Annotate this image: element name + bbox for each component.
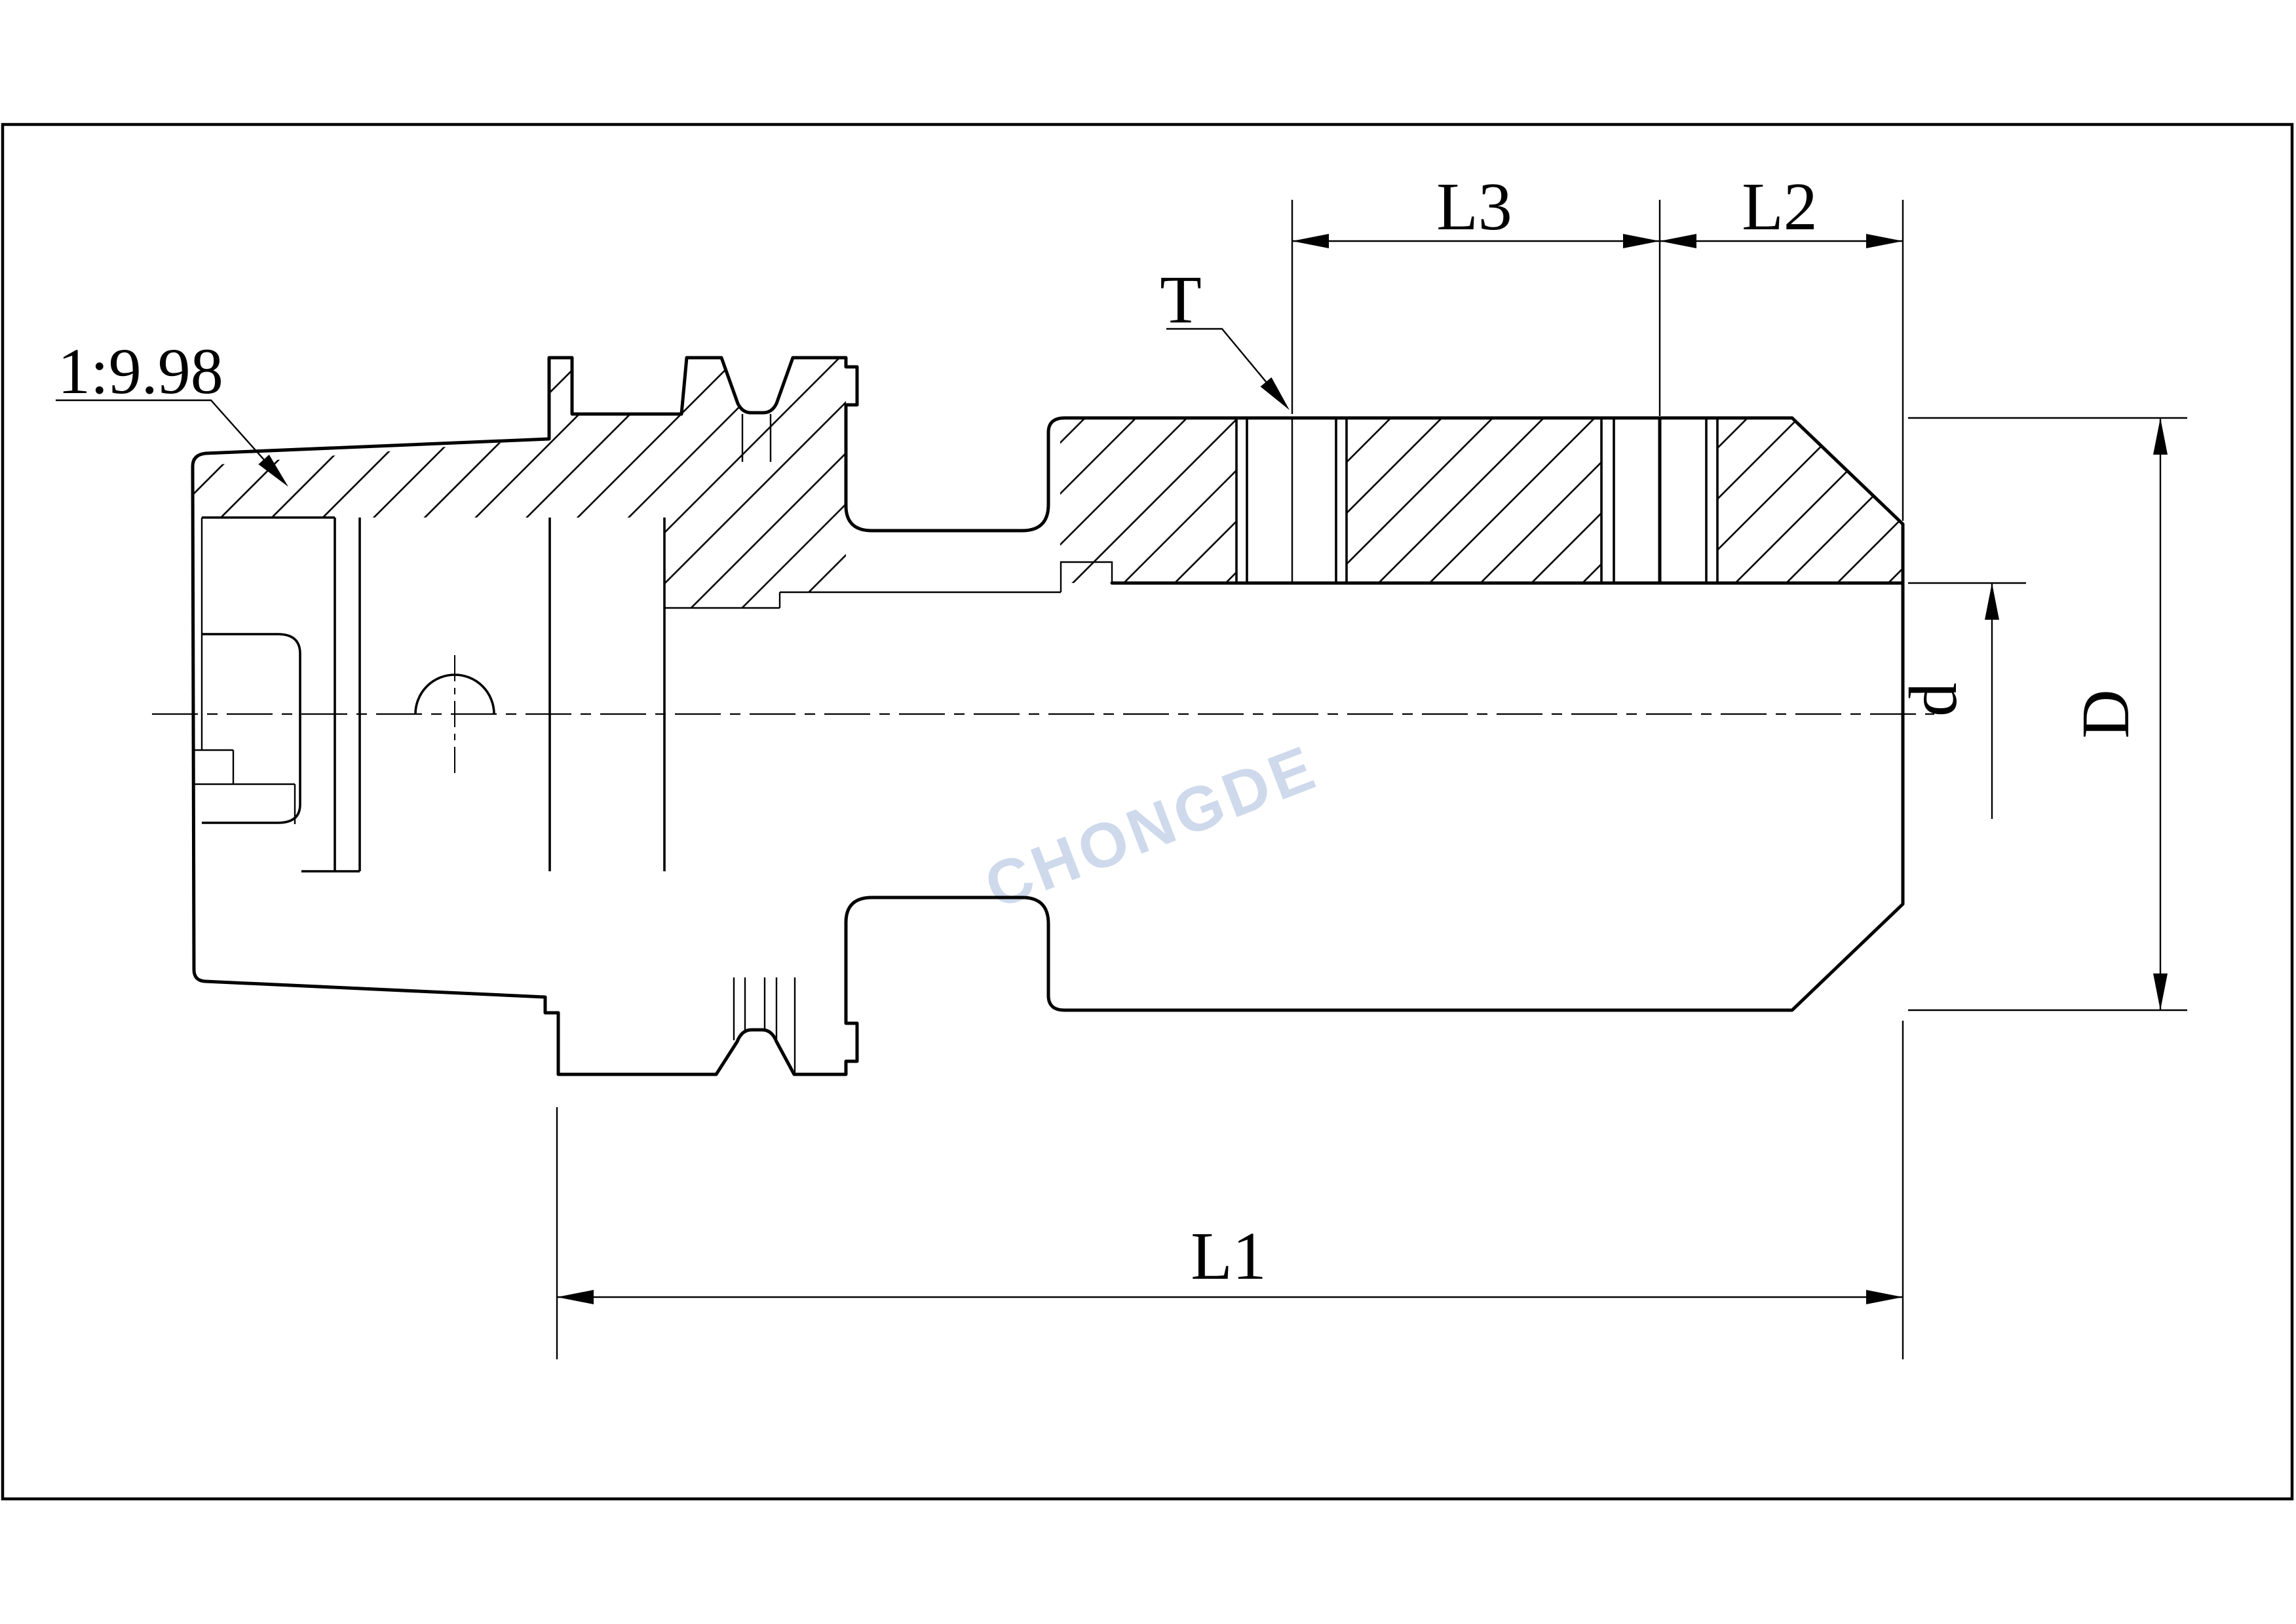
dim-label-L2: L2 [1742, 169, 1818, 244]
side-hole-arc [414, 673, 495, 715]
watermark-text: CHONGDE [976, 732, 1327, 922]
dim-label-D: D [2068, 689, 2143, 738]
taper-callout: 1:9.98 [56, 335, 294, 492]
drawing-frame [1, 123, 2294, 1501]
dimension-L3-L2 [1291, 200, 1904, 521]
cavity-tooth [202, 633, 301, 824]
part-outline [191, 356, 1905, 1076]
flange-bore-steps [664, 591, 1061, 609]
internal-details [193, 414, 1719, 1073]
flange-cavity-walls [548, 518, 666, 871]
thread-callout: T [1160, 262, 1295, 415]
dim-label-L3: L3 [1436, 169, 1512, 244]
dim-label-L1: L1 [1191, 1218, 1267, 1294]
dim-label-T: T [1160, 262, 1202, 337]
groove-stubs-top [741, 414, 772, 462]
screw-hole-lines [1235, 418, 1719, 583]
dim-label-d: d [1896, 683, 1971, 717]
shank-mouth-steps [193, 518, 296, 824]
groove-stubs-bottom [733, 977, 796, 1073]
dimension-D [1908, 417, 2187, 1011]
dimension-L1 [556, 1021, 1904, 1359]
hatch-shank-flange [193, 358, 846, 608]
shank-cavity [202, 516, 361, 873]
outer-profile [191, 356, 1905, 1076]
hatch-body-band [1060, 418, 1903, 583]
neck-bore-step [1060, 561, 1113, 592]
taper-ratio-label: 1:9.98 [58, 335, 223, 407]
dimension-d [1908, 582, 2026, 819]
